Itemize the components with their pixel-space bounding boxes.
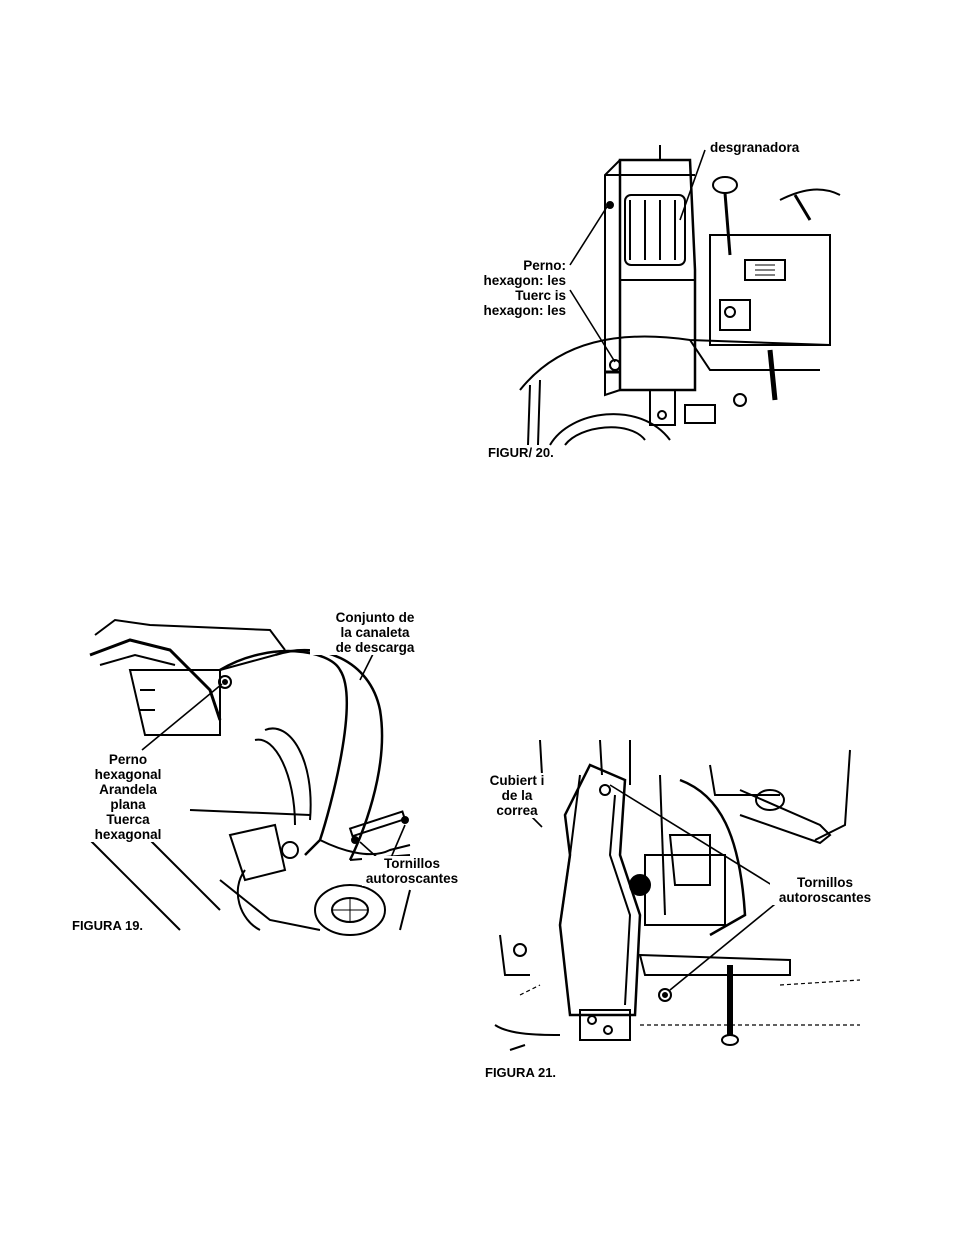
figure-20: desgranadora Perno: hexagon: les Tuerc i…: [470, 140, 870, 470]
label-bolt-washer-nut: Perno hexagonal Arandela plana Tuerca he…: [80, 752, 176, 842]
label-line: Arandela: [80, 782, 176, 797]
label-line: plana: [80, 797, 176, 812]
label-belt-cover: Cubiert i de la correa: [482, 773, 552, 818]
label-line: Tuerca: [80, 812, 176, 827]
label-discharge-chute-assembly: Conjunto de la canaleta de descarga: [310, 610, 440, 655]
figure-21: Cubiert i de la correa Tornillos autoros…: [480, 735, 880, 1085]
label-line: Tornillos: [770, 875, 880, 890]
label-line: correa: [482, 803, 552, 818]
label-line: Tornillos: [362, 856, 462, 871]
label-line: Perno: [80, 752, 176, 767]
label-line: de descarga: [310, 640, 440, 655]
label-desgranadora: desgranadora: [710, 140, 799, 155]
label-line: Perno:: [470, 258, 566, 273]
label-hex-bolts-nuts: Perno: hexagon: les Tuerc is hexagon: le…: [470, 258, 566, 318]
label-line: hexagonal: [80, 767, 176, 782]
label-line: Tuerc is: [470, 288, 566, 303]
label-line: la canaleta: [310, 625, 440, 640]
figure-20-caption: FIGUR/ 20.: [488, 445, 554, 460]
label-line: hexagon: les: [470, 303, 566, 318]
label-line: Cubiert i: [482, 773, 552, 788]
label-line: de la: [482, 788, 552, 803]
label-self-tapping-screws: Tornillos autoroscantes: [362, 856, 462, 886]
figure-19: Conjunto de la canaleta de descarga Pern…: [70, 610, 470, 940]
label-line: Conjunto de: [310, 610, 440, 625]
label-self-tapping-screws: Tornillos autoroscantes: [770, 875, 880, 905]
figure-19-caption: FIGURA 19.: [72, 918, 143, 933]
label-line: hexagon: les: [470, 273, 566, 288]
figure-21-caption: FIGURA 21.: [485, 1065, 556, 1080]
label-line: hexagonal: [80, 827, 176, 842]
label-line: autoroscantes: [362, 871, 462, 886]
label-line: autoroscantes: [770, 890, 880, 905]
